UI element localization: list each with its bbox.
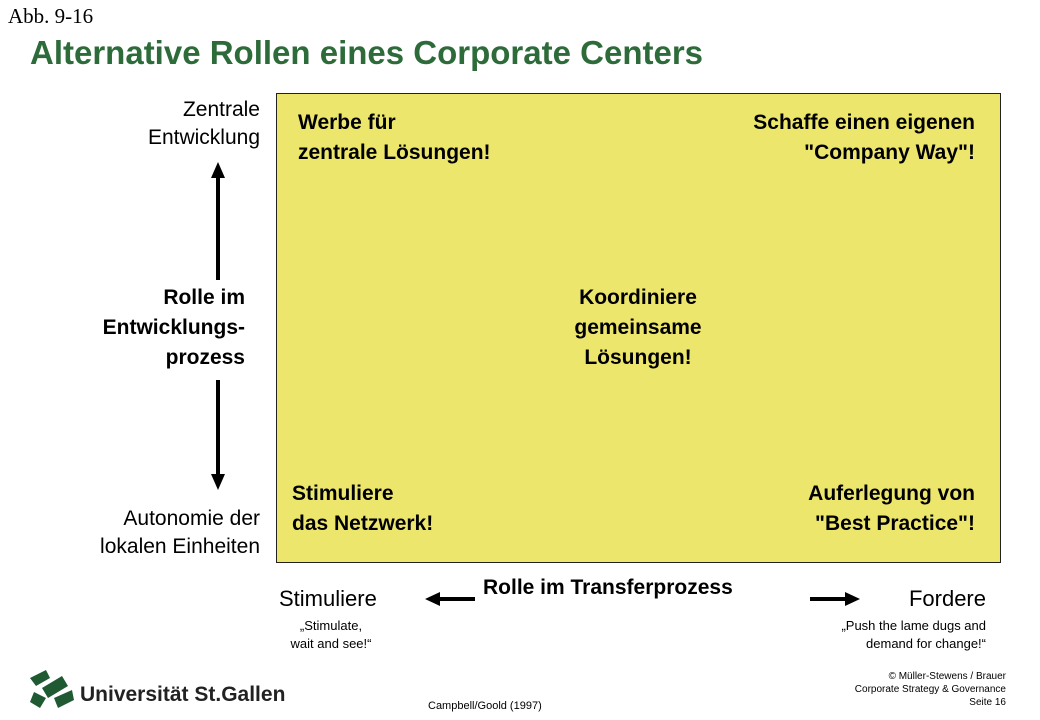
- arrow-right-icon: [810, 592, 860, 606]
- page-title: Alternative Rollen eines Corporate Cente…: [30, 34, 704, 71]
- copyright-line: © Müller-Stewens / Brauer: [888, 671, 1006, 682]
- quadrant-center: Koordiniere gemeinsame Lösungen!: [538, 283, 738, 373]
- quote-line: demand for change!“: [866, 636, 986, 651]
- y-axis-text-line: prozess: [165, 346, 245, 369]
- arrow-down-icon: [211, 380, 225, 490]
- quote-line: „Push the lame dugs and: [841, 618, 986, 633]
- quadrant-text-line: gemeinsame: [574, 316, 702, 339]
- figure-label: Abb. 9-16: [8, 4, 94, 28]
- y-axis-text-line: Entwicklungs-: [102, 316, 245, 339]
- quadrant-text-line: "Company Way"!: [804, 141, 975, 164]
- x-axis-right-label: Fordere: [908, 586, 986, 611]
- quadrant-top-right: Schaffe einen eigenen "Company Way"!: [753, 108, 975, 168]
- y-axis-title: Rolle im Entwicklungs- prozess: [103, 283, 245, 373]
- y-axis-bottom-label: Autonomie der lokalen Einheiten: [100, 505, 260, 561]
- quadrant-bottom-left: Stimuliere das Netzwerk!: [292, 479, 433, 539]
- copyright-block: © Müller-Stewens / Brauer Corporate Stra…: [855, 670, 1006, 709]
- y-axis-text-line: Entwicklung: [147, 126, 260, 149]
- copyright-line: Corporate Strategy & Governance: [854, 684, 1006, 695]
- quote-line: „Stimulate,: [299, 618, 363, 633]
- quadrant-text-line: Werbe für: [298, 111, 396, 134]
- quadrant-top-left: Werbe für zentrale Lösungen!: [298, 108, 491, 168]
- x-axis-left-label: Stimuliere: [279, 586, 377, 611]
- university-logo-text: Universität St.Gallen: [80, 683, 286, 706]
- y-axis-text-line: Zentrale: [182, 98, 260, 121]
- source-citation: Campbell/Goold (1997): [428, 700, 542, 712]
- arrow-left-icon: [425, 592, 475, 606]
- quadrant-text-line: Schaffe einen eigenen: [753, 111, 975, 134]
- quadrant-text-line: das Netzwerk!: [292, 512, 434, 535]
- x-axis-left-quote: „Stimulate, wait and see!“: [276, 617, 386, 653]
- quadrant-text-line: Auferlegung von: [808, 482, 975, 505]
- y-axis-text-line: Autonomie der: [123, 507, 260, 530]
- x-axis-right-quote: „Push the lame dugs and demand for chang…: [841, 617, 986, 653]
- quadrant-text-line: zentrale Lösungen!: [298, 141, 491, 164]
- copyright-line: Seite 16: [969, 697, 1006, 708]
- quadrant-text-line: Lösungen!: [584, 346, 692, 369]
- quadrant-text-line: "Best Practice"!: [815, 512, 975, 535]
- x-axis-title: Rolle im Transferprozess: [483, 576, 733, 599]
- y-axis-text-line: Rolle im: [163, 286, 245, 309]
- y-axis-top-label: Zentrale Entwicklung: [148, 96, 260, 152]
- quadrant-text-line: Stimuliere: [292, 482, 394, 505]
- quadrant-text-line: Koordiniere: [579, 286, 697, 309]
- university-logo-icon: [30, 670, 74, 708]
- arrow-up-icon: [211, 162, 225, 280]
- role-matrix: [276, 93, 1001, 563]
- quadrant-bottom-right: Auferlegung von "Best Practice"!: [808, 479, 975, 539]
- y-axis-text-line: lokalen Einheiten: [100, 535, 260, 558]
- quote-line: wait and see!“: [290, 636, 372, 651]
